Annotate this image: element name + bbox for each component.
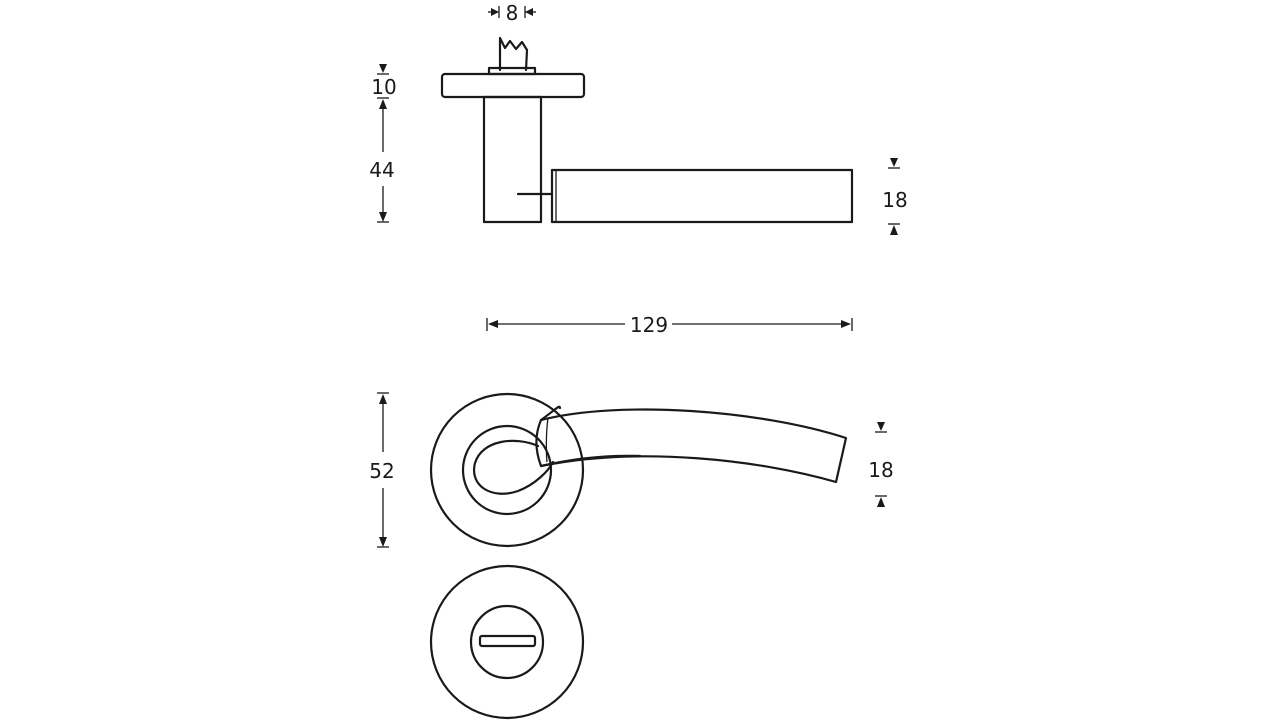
dimension-lever-side-label: 18 bbox=[882, 188, 907, 212]
dimension-lever-top: 18 bbox=[868, 422, 894, 507]
top-view bbox=[429, 392, 848, 548]
lever-root bbox=[539, 405, 562, 422]
dimension-rose-to-lever-label: 44 bbox=[369, 158, 394, 182]
dimension-rose-thickness-label: 10 bbox=[371, 75, 396, 99]
dimension-lever-length: 129 bbox=[486, 313, 853, 337]
dimension-lever-top-label: 18 bbox=[868, 458, 893, 482]
dimension-lever-length-label: 129 bbox=[630, 313, 668, 337]
dimension-spindle-label: 8 bbox=[506, 1, 519, 25]
spindle bbox=[498, 36, 529, 72]
dimension-spindle: 8 bbox=[488, 1, 536, 25]
turn-release-slot bbox=[478, 634, 537, 648]
dimension-rose-thickness: 10 bbox=[371, 64, 397, 99]
neck-swirl bbox=[472, 439, 555, 495]
lever-top bbox=[535, 408, 848, 484]
dimension-rose-to-lever: 44 bbox=[369, 97, 395, 223]
dimension-lever-side: 18 bbox=[882, 158, 908, 235]
rose-plate-side bbox=[440, 72, 586, 99]
turn-release-rose bbox=[429, 564, 585, 720]
turn-release-outer bbox=[429, 564, 585, 720]
neck-side bbox=[482, 95, 543, 224]
turn-release-inner bbox=[469, 604, 545, 680]
lever-root-lower bbox=[539, 454, 642, 468]
lever-side bbox=[550, 168, 854, 224]
dimension-rose-diameter: 52 bbox=[369, 392, 395, 548]
rose-inner bbox=[461, 424, 553, 516]
side-view bbox=[440, 36, 854, 224]
lever-top-inner bbox=[545, 417, 549, 463]
dimension-rose-diameter-label: 52 bbox=[369, 459, 394, 483]
rose-outer bbox=[429, 392, 585, 548]
